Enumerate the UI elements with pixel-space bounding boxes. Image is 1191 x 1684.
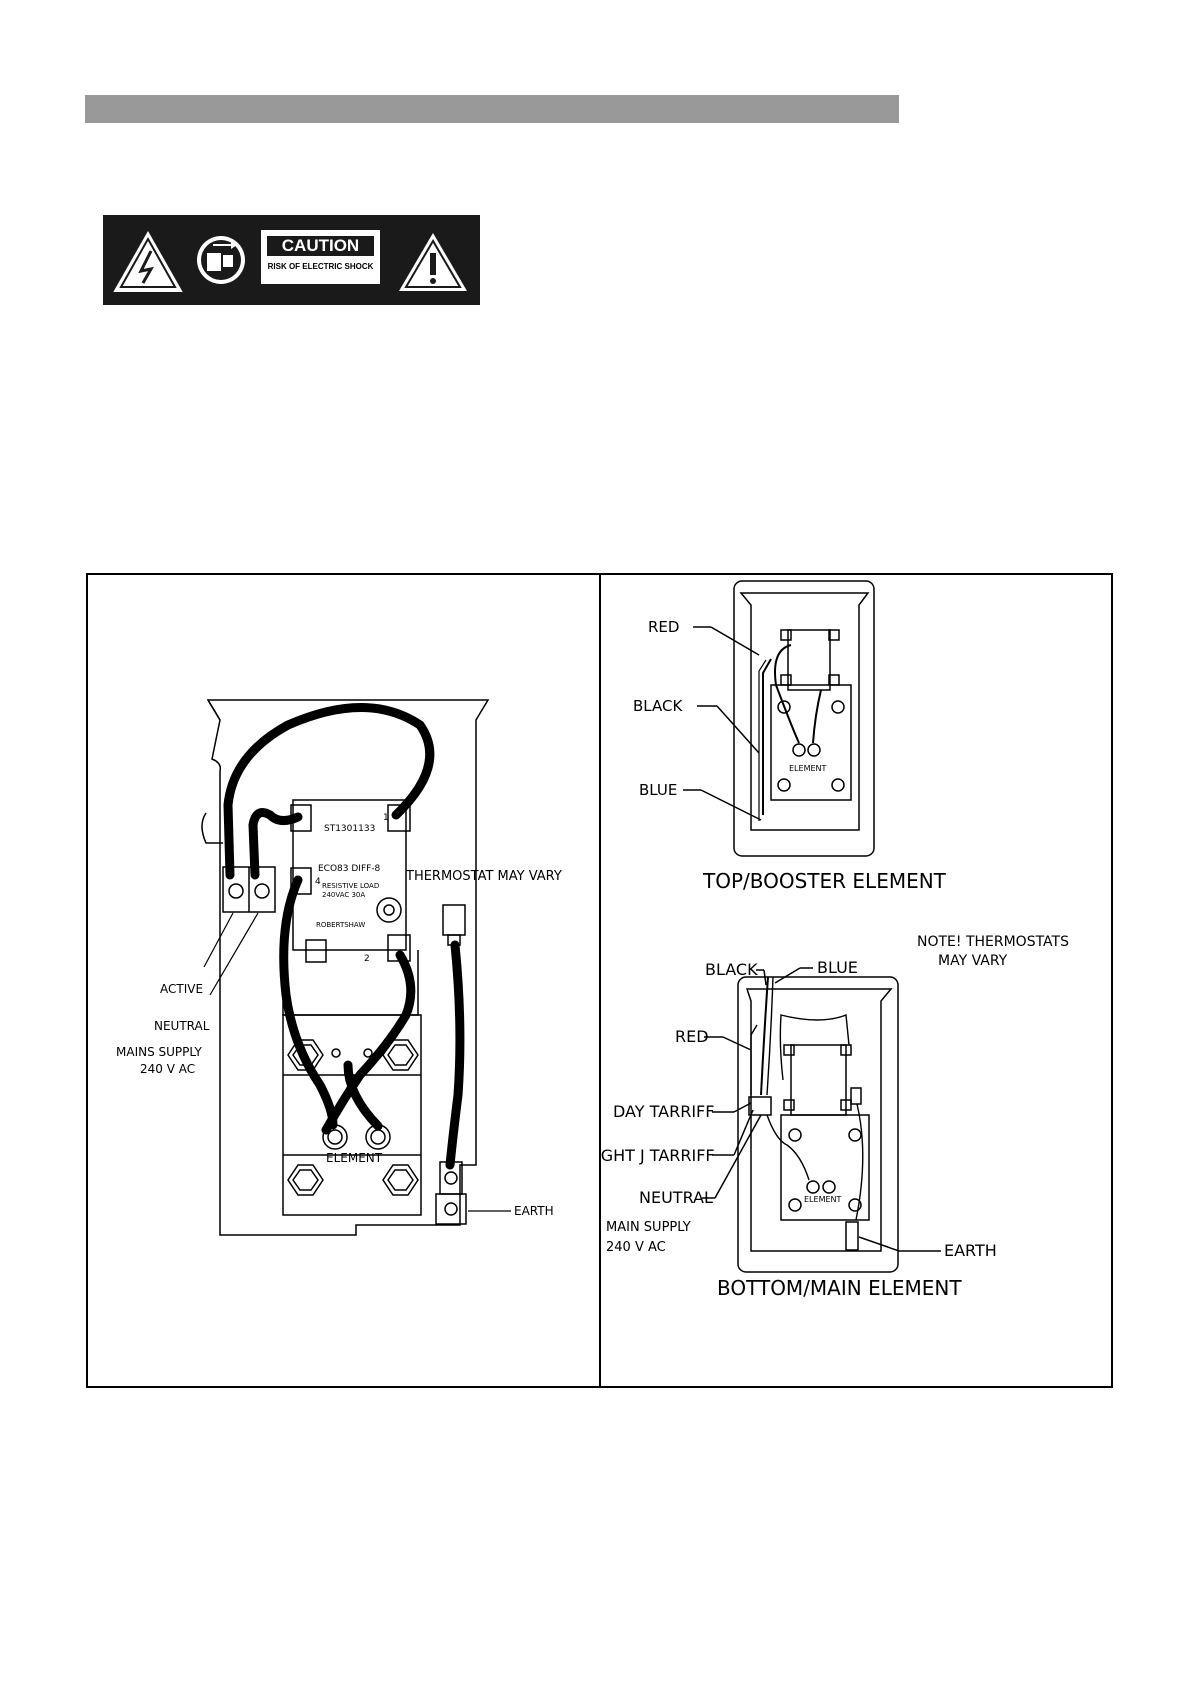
dual-element-wiring-diagrams: RED BLACK BLUE ELEMENT TOP/BOOSTER ELEME… [601,580,1069,1300]
hex-nut-bottom-left [287,1164,324,1196]
mains-supply-label: MAINS SUPPLY [116,1045,202,1059]
caution-label: CAUTION RISK OF ELECTRIC SHOCK [103,215,480,305]
bottom-neutral-label: NEUTRAL [639,1188,713,1207]
wire-earth [445,940,465,1170]
terminal-number-4: 4 [315,877,321,887]
bottom-caption: BOTTOM/MAIN ELEMENT [717,1276,962,1300]
wire-element-right-b [343,1060,383,1131]
caution-icons [113,230,467,292]
bottom-terminal-block [748,1096,772,1116]
thermostat-brand: ROBERTSHAW [316,921,365,929]
wire-element-right-a [321,950,416,1135]
top-caption: TOP/BOOSTER ELEMENT [702,869,947,893]
single-element-wiring-diagram: ST1301133 ECO83 DIFF-8 RESISTIVE LOAD 24… [116,699,562,1236]
top-red-label: RED [648,618,679,636]
caution-subtitle: RISK OF ELECTRIC SHOCK [267,262,374,271]
bottom-earth-block [845,1221,859,1251]
neutral-label: NEUTRAL [154,1019,210,1033]
section-header-bar [85,95,899,123]
bottom-black-label: BLACK [705,960,758,979]
thermostat-load-line1: RESISTIVE LOAD [322,882,379,890]
terminal-number-1: 1 [383,813,389,823]
thermostat-note-label: THERMOSTAT MAY VARY [405,869,562,884]
active-label: ACTIVE [160,982,203,996]
thermostat-load-line2: 240VAC 30A [322,891,365,899]
thick-wires [223,703,465,1170]
wire-neutral [248,808,303,880]
frame-divider [599,573,601,1388]
unplug-icon [197,236,245,284]
bottom-blue-label: BLUE [817,958,858,977]
bottom-night-tariff-label: NIGHT J TARRIFF [601,1146,715,1165]
bottom-element-label: ELEMENT [804,1195,842,1204]
caution-text-box: CAUTION RISK OF ELECTRIC SHOCK [261,230,380,284]
bottom-note-line1: NOTE! THERMOSTATS [917,934,1069,950]
top-element-label: ELEMENT [789,764,827,773]
earth-block [435,1193,467,1225]
thermostat-type: ECO83 DIFF-8 [318,864,381,874]
mains-voltage-label: 240 V AC [140,1062,195,1076]
thermostat-model: ST1301133 [324,824,375,834]
earth-label: EARTH [514,1204,554,1218]
bottom-main-supply-label: MAIN SUPPLY [606,1220,691,1235]
top-black-label: BLACK [633,697,683,715]
bottom-note-line2: MAY VARY [938,953,1008,969]
thermostat-body [292,799,407,951]
element-label: ELEMENT [326,1151,383,1165]
bottom-main-diagram [702,967,941,1273]
bottom-main-voltage-label: 240 V AC [606,1240,666,1255]
top-blue-label: BLUE [639,781,677,799]
bottom-day-tariff-label: DAY TARRIFF [613,1102,714,1121]
element-plate [282,1014,422,1216]
wire-element-left [279,875,338,1130]
wire-active [223,703,435,880]
caution-title: CAUTION [267,236,374,256]
terminal-number-3: 3 [293,813,299,823]
bottom-red-label: RED [675,1027,709,1046]
terminal-number-2: 2 [364,954,370,964]
bottom-earth-label: EARTH [944,1241,997,1260]
electric-hazard-icon [113,230,183,292]
warning-icon [399,233,467,291]
top-booster-diagram [683,580,875,857]
hex-nut-bottom-right [382,1164,419,1196]
